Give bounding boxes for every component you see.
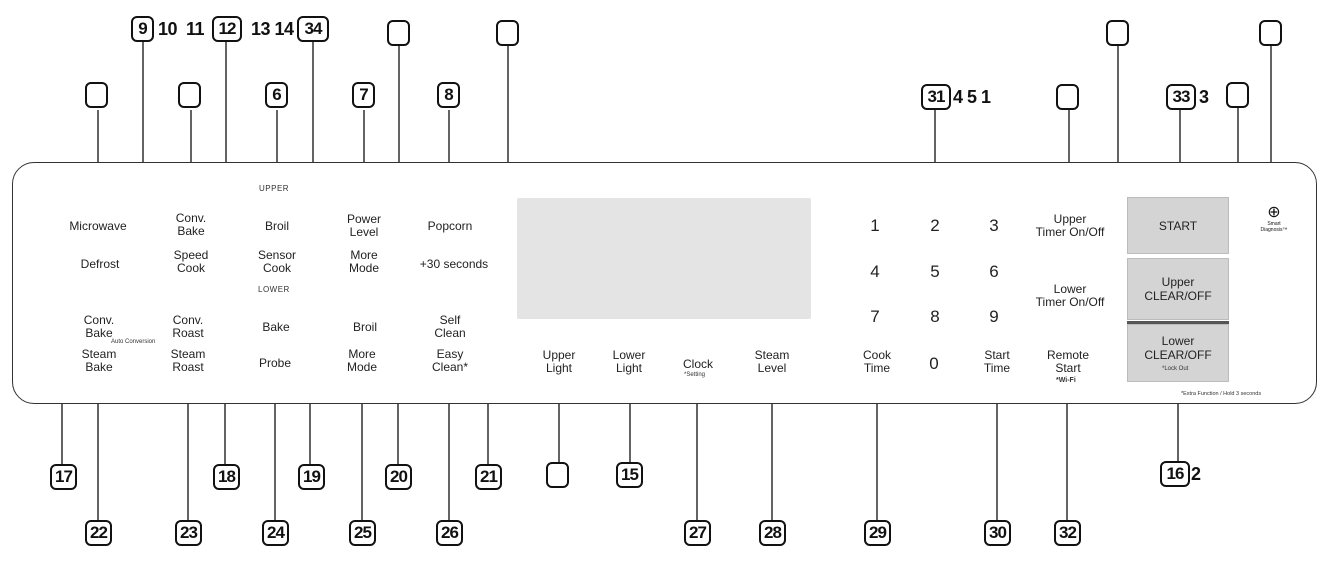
callout-blank xyxy=(387,20,410,46)
smart-diagnosis-logo: ⊕ Smart Diagnosis™ xyxy=(1259,204,1289,234)
popcorn-button[interactable]: Popcorn xyxy=(427,219,473,233)
more-mode-upper-button[interactable]: More Mode xyxy=(348,248,380,275)
auto-conversion-note: Auto Conversion xyxy=(111,339,156,345)
defrost-button[interactable]: Defrost xyxy=(80,257,120,271)
extra-function-note: *Extra Function / Hold 3 seconds xyxy=(1181,391,1262,397)
steam-level-button[interactable]: Steam Level xyxy=(754,348,790,375)
callout-30: 30 xyxy=(984,520,1011,546)
keypad-6[interactable]: 6 xyxy=(989,262,999,281)
microwave-button[interactable]: Microwave xyxy=(69,219,127,233)
sensor-cook-button[interactable]: Sensor Cook xyxy=(257,248,297,275)
start-button[interactable]: START xyxy=(1127,197,1229,254)
callout-16: 16 xyxy=(1160,461,1190,487)
callout-27: 27 xyxy=(684,520,711,546)
lock-out-note: *Lock Out xyxy=(1162,366,1189,372)
smart-diagnosis-icon: ⊕ xyxy=(1267,204,1281,221)
callout-11-text: 11 xyxy=(186,19,205,39)
keypad-8[interactable]: 8 xyxy=(930,307,940,326)
callout-7: 7 xyxy=(352,82,375,108)
callout-3-text: 3 xyxy=(1199,87,1209,107)
callout-blank xyxy=(546,462,569,488)
callout-25: 25 xyxy=(349,520,376,546)
button-divider xyxy=(1127,321,1229,324)
broil-upper-button[interactable]: Broil xyxy=(264,219,289,233)
callout-4-5-1-text: 4 5 1 xyxy=(953,87,991,107)
upper-light-button[interactable]: Upper Light xyxy=(542,348,576,375)
callout-9: 9 xyxy=(131,16,154,42)
callout-26: 26 xyxy=(436,520,463,546)
display-screen xyxy=(517,198,811,319)
callout-2-text: 2 xyxy=(1191,464,1201,484)
self-clean-button[interactable]: Self Clean xyxy=(434,313,466,340)
callout-33: 33 xyxy=(1166,84,1196,110)
keypad-7[interactable]: 7 xyxy=(870,307,880,326)
smart-diagnosis-label: Smart Diagnosis™ xyxy=(1260,221,1288,233)
easy-clean-button[interactable]: Easy Clean* xyxy=(431,347,469,374)
callout-22: 22 xyxy=(85,520,112,546)
callout-13-14-text: 13 14 xyxy=(251,19,294,39)
keypad-4[interactable]: 4 xyxy=(870,262,880,281)
wifi-note: *Wi-Fi xyxy=(1056,377,1076,384)
callout-blank xyxy=(496,20,519,46)
bake-lower-button[interactable]: Bake xyxy=(262,320,290,334)
lower-timer-button[interactable]: Lower Timer On/Off xyxy=(1035,282,1105,309)
keypad-9[interactable]: 9 xyxy=(989,307,999,326)
broil-lower-button[interactable]: Broil xyxy=(352,320,377,334)
conv-roast-button[interactable]: Conv. Roast xyxy=(172,313,204,340)
section-lower-label: LOWER xyxy=(258,285,290,294)
power-level-button[interactable]: Power Level xyxy=(346,212,381,239)
callout-15: 15 xyxy=(616,462,643,488)
callout-8: 8 xyxy=(437,82,460,108)
callout-10-text: 10 xyxy=(158,19,178,39)
start-time-button[interactable]: Start Time xyxy=(983,348,1011,375)
conv-bake-lower-button[interactable]: Conv. Bake xyxy=(83,313,115,340)
callout-21: 21 xyxy=(475,464,502,490)
keypad-0[interactable]: 0 xyxy=(929,354,939,373)
conv-bake-upper-button[interactable]: Conv. Bake xyxy=(175,211,207,238)
callout-blank xyxy=(178,82,201,108)
callout-blank xyxy=(1056,84,1079,110)
more-mode-lower-button[interactable]: More Mode xyxy=(346,347,378,374)
keypad-3[interactable]: 3 xyxy=(989,216,999,235)
callout-blank xyxy=(1106,20,1129,46)
callout-6: 6 xyxy=(265,82,288,108)
callout-29: 29 xyxy=(864,520,891,546)
clock-button[interactable]: Clock xyxy=(682,357,713,371)
probe-button[interactable]: Probe xyxy=(258,356,292,370)
clock-setting-note: *Setting xyxy=(684,372,706,378)
steam-bake-button[interactable]: Steam Bake xyxy=(81,347,117,374)
callout-34: 34 xyxy=(297,16,329,42)
callout-23: 23 xyxy=(175,520,202,546)
lower-clear-off-button[interactable]: Lower CLEAR/OFF xyxy=(1127,324,1229,382)
upper-clear-off-button[interactable]: Upper CLEAR/OFF xyxy=(1127,258,1229,320)
speed-cook-button[interactable]: Speed Cook xyxy=(173,248,209,275)
callout-31: 31 xyxy=(921,84,951,110)
keypad-1[interactable]: 1 xyxy=(870,216,880,235)
section-upper-label: UPPER xyxy=(259,184,290,193)
callout-17: 17 xyxy=(50,464,77,490)
callout-19: 19 xyxy=(298,464,325,490)
steam-roast-button[interactable]: Steam Roast xyxy=(170,347,206,374)
callout-blank xyxy=(1226,82,1249,108)
callout-18: 18 xyxy=(213,464,240,490)
callout-blank xyxy=(85,82,108,108)
plus-30-seconds-button[interactable]: +30 seconds xyxy=(419,257,489,271)
callout-28: 28 xyxy=(759,520,786,546)
cook-time-button[interactable]: Cook Time xyxy=(862,348,891,375)
callout-24: 24 xyxy=(262,520,289,546)
upper-timer-button[interactable]: Upper Timer On/Off xyxy=(1035,212,1105,239)
callout-20: 20 xyxy=(385,464,412,490)
callout-32: 32 xyxy=(1054,520,1081,546)
remote-start-button[interactable]: Remote Start xyxy=(1046,348,1090,375)
keypad-5[interactable]: 5 xyxy=(930,262,940,281)
callout-blank xyxy=(1259,20,1282,46)
callout-12: 12 xyxy=(212,16,242,42)
keypad-2[interactable]: 2 xyxy=(930,216,940,235)
lower-light-button[interactable]: Lower Light xyxy=(612,348,646,375)
